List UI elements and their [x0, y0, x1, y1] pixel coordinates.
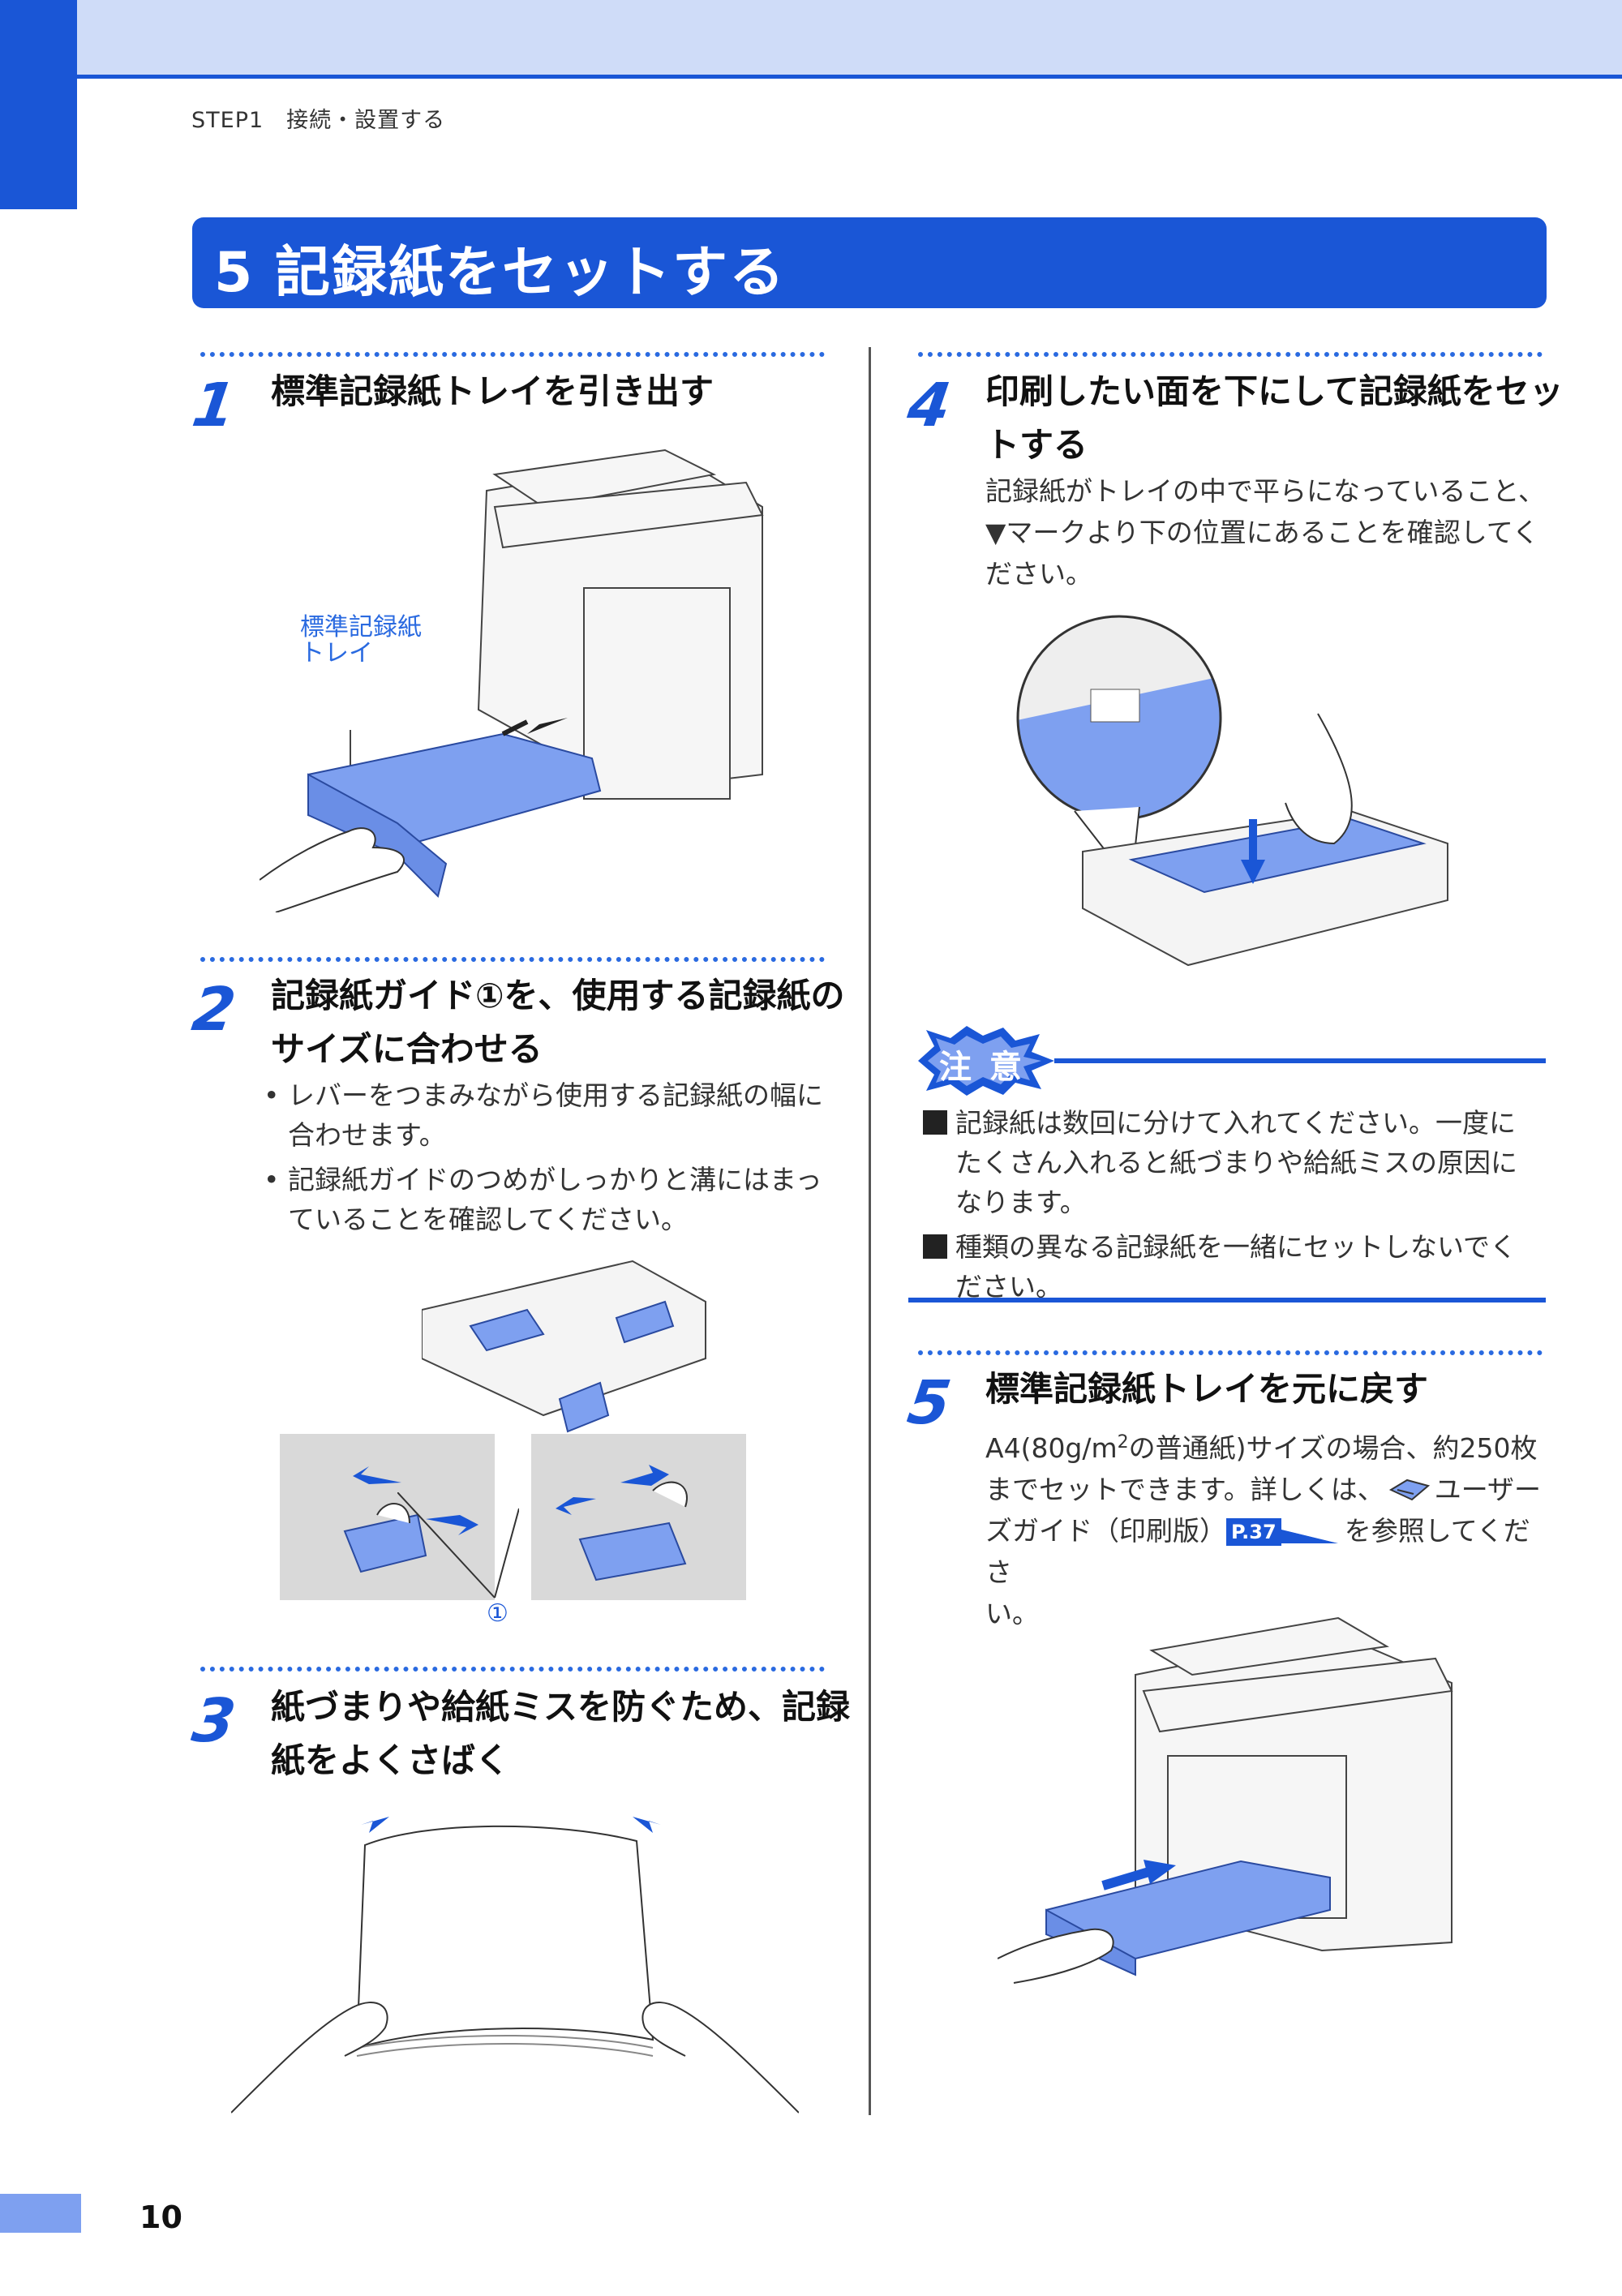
step-4-dotted-rule	[918, 352, 1543, 357]
fan-paper-illustration	[231, 1817, 799, 2114]
callout-leader-lines	[397, 1492, 519, 1599]
step-4-body: 記録紙がトレイの中で平らになっていること、▼マークより下の位置にあることを確認し…	[985, 475, 1546, 590]
step-5-title: 標準記録紙トレイを元に戻す	[985, 1369, 1429, 1409]
printer-tray-in-illustration	[998, 1616, 1453, 1984]
step-label: STEP1 接続・設置する	[191, 108, 446, 133]
caution-rule-bottom	[908, 1298, 1546, 1302]
step-3-title: 紙づまりや給紙ミスを防ぐため、記録紙をよくさばく	[271, 1687, 851, 1780]
step-3-number: 3	[187, 1686, 240, 1756]
step-5-number: 5	[903, 1368, 955, 1438]
guide-detail-left-illustration	[280, 1434, 495, 1600]
caution-badge-icon	[918, 1026, 1054, 1096]
square-bullet-icon	[923, 1234, 947, 1259]
step-4-number: 4	[903, 371, 955, 440]
page-number: 10	[139, 2199, 182, 2235]
printer-tray-out-illustration	[260, 448, 764, 912]
caution-badge-label: 注 意	[939, 1049, 1025, 1086]
caution-list: 記録紙は数回に分けて入れてください。一度にたくさん入れると紙づまりや給紙ミスの原…	[923, 1103, 1547, 1307]
step-2-title: 記録紙ガイド①を、使用する記録紙のサイズに合わせる	[271, 976, 845, 1069]
paper-guide-tray-illustration	[422, 1260, 706, 1433]
guide-detail-right-illustration	[531, 1434, 746, 1600]
step-2-bullet: • レバーをつまみながら使用する記録紙の幅に合わせます。	[264, 1079, 823, 1151]
section-title-bar	[192, 217, 1547, 308]
page-tab	[0, 2194, 81, 2233]
step-2-bullets: • レバーをつまみながら使用する記録紙の幅に合わせます。 • 記録紙ガイドのつめ…	[264, 1075, 847, 1239]
caution-rule-top	[1054, 1058, 1546, 1063]
figure-label-tray: 標準記録紙トレイ	[300, 613, 422, 667]
step-1-title: 標準記録紙トレイを引き出す	[271, 371, 714, 411]
step-5-dotted-rule	[918, 1350, 1543, 1355]
step-2-bullet: • 記録紙ガイドのつめがしっかりと溝にはまっていることを確認してください。	[264, 1164, 822, 1235]
square-bullet-icon	[923, 1110, 947, 1135]
caution-item: 記録紙は数回に分けて入れてください。一度にたくさん入れると紙づまりや給紙ミスの原…	[923, 1103, 1547, 1222]
step-2-dotted-rule	[200, 957, 825, 962]
step-5-body: A4(80g/m2の普通紙)サイズの場合、約250枚 までセットできます。詳しく…	[985, 1432, 1542, 1629]
header-side-tab	[0, 0, 77, 209]
paper-in-tray-illustration	[1016, 615, 1448, 967]
step-1-number: 1	[187, 371, 240, 440]
page-reference-arrow-icon	[1281, 1530, 1338, 1543]
step-3-dotted-rule	[200, 1667, 825, 1672]
step-1-dotted-rule	[200, 352, 825, 357]
page-reference-link[interactable]: P.37	[1226, 1518, 1281, 1546]
section-title: 5 記録紙をセットする	[214, 241, 786, 305]
step-2-number: 2	[187, 975, 240, 1045]
step-4-title: 印刷したい面を下にして記録紙をセットする	[985, 371, 1564, 465]
callout-number: ①	[487, 1599, 508, 1628]
manual-book-icon	[1388, 1478, 1430, 1501]
caution-item: 種類の異なる記録紙を一緒にセットしないでください。	[923, 1227, 1547, 1307]
header-band	[0, 0, 1622, 79]
column-divider	[869, 347, 871, 2115]
